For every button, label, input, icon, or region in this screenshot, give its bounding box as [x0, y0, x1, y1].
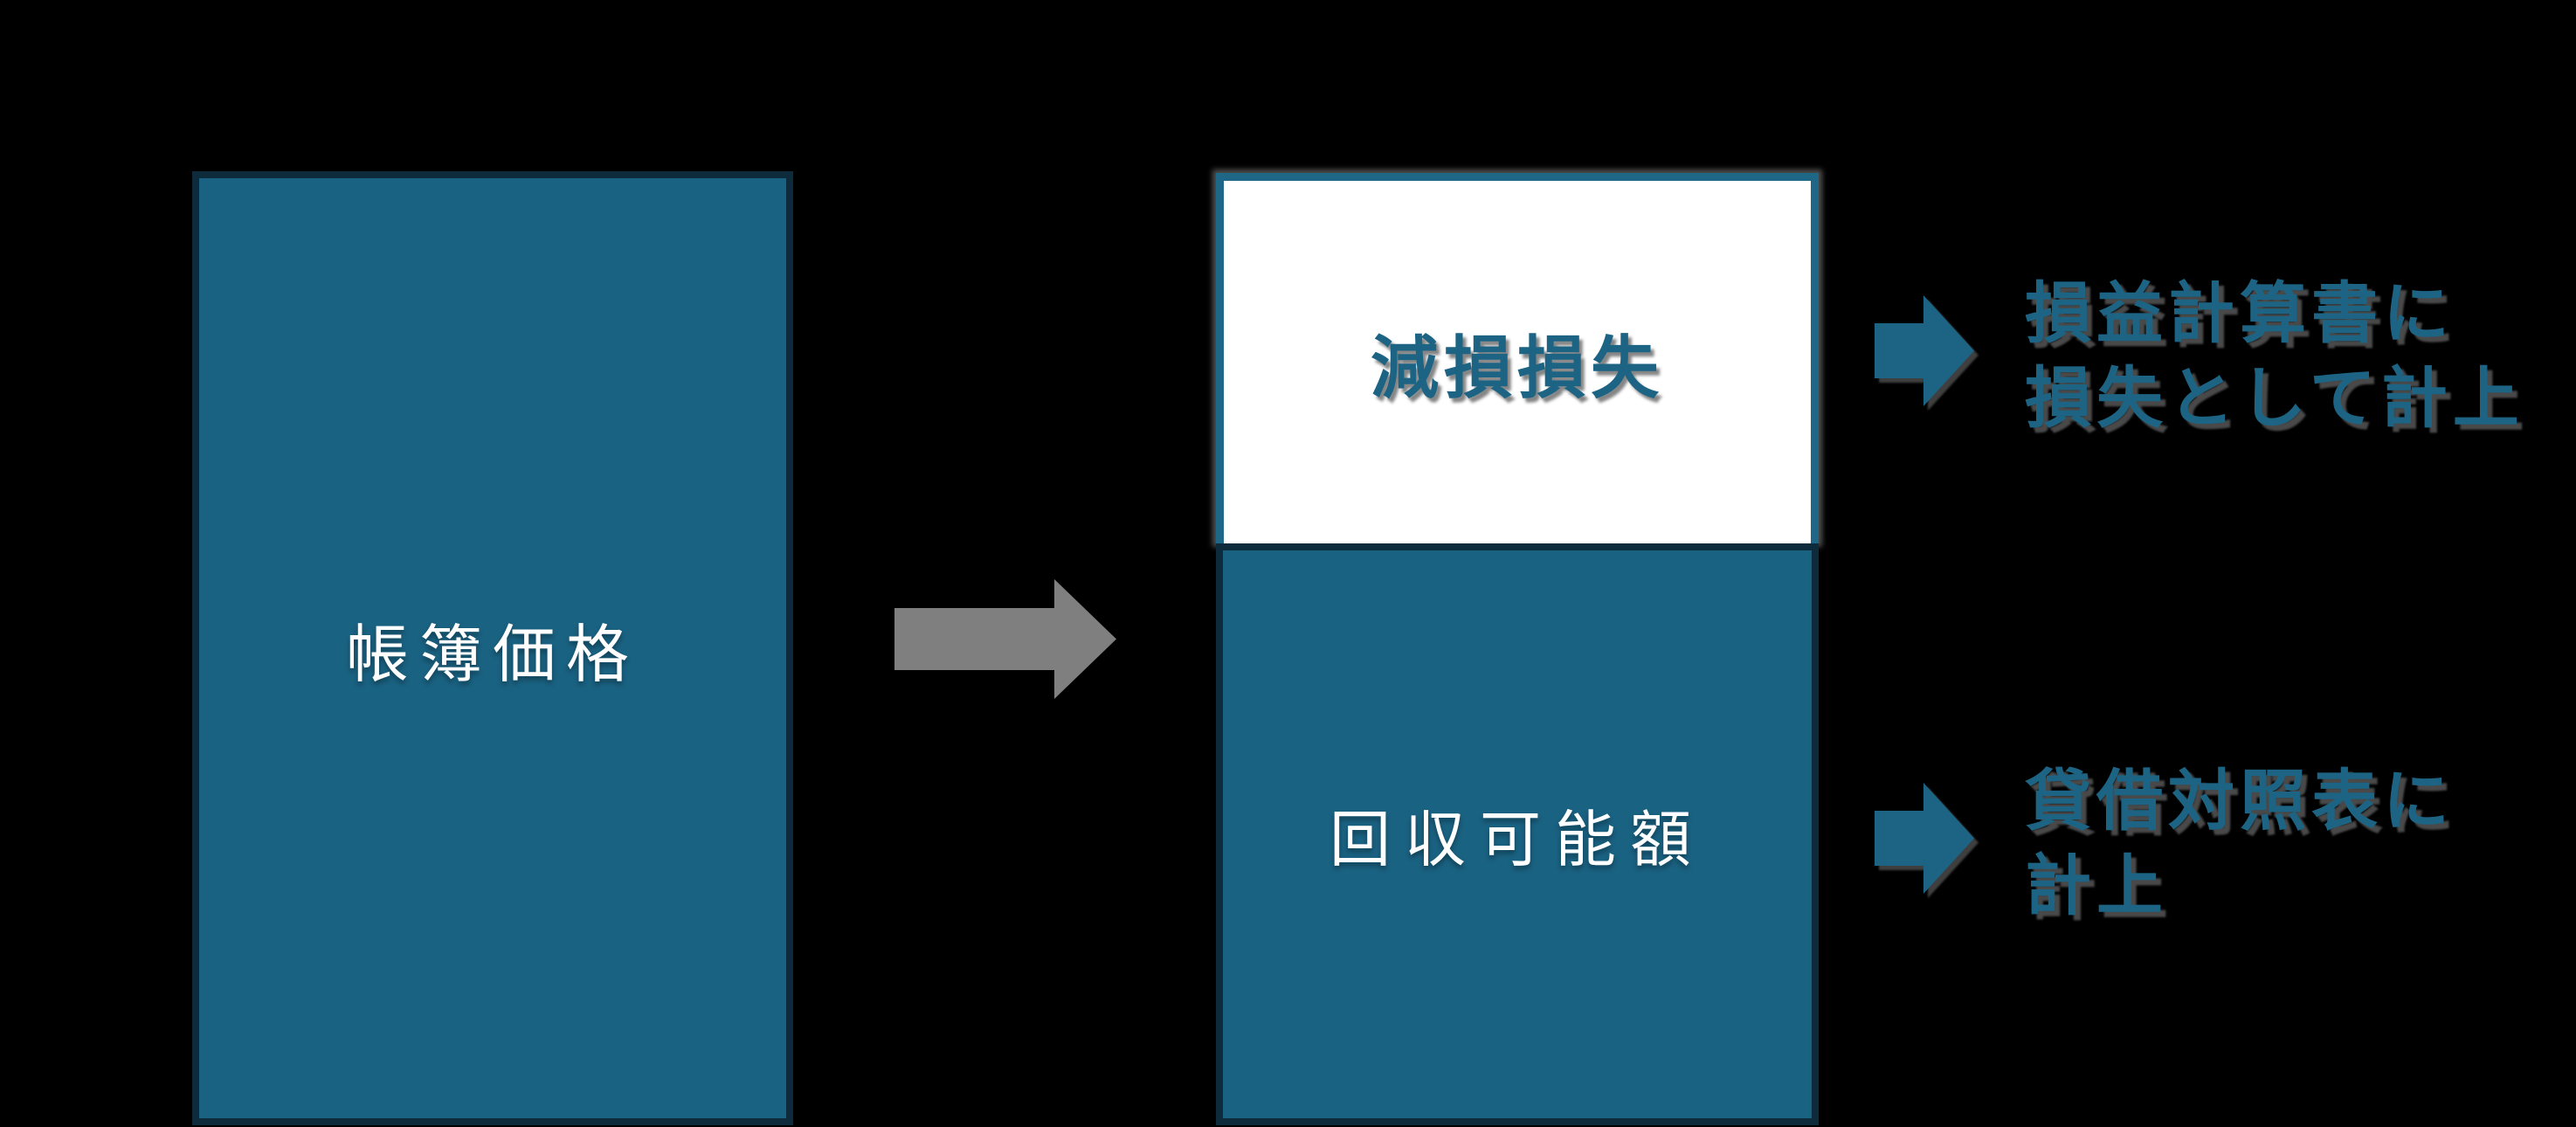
balance-sheet-arrow-icon — [1875, 783, 1974, 894]
income-statement-annotation-line2: 損失として計上 — [2025, 359, 2524, 437]
flow-right-arrow-icon — [894, 579, 1116, 699]
impairment-loss-box: 減損損失 — [1216, 173, 1819, 543]
income-statement-arrow-shape — [1875, 295, 1974, 406]
recoverable-amount-label: 回収可能額 — [1329, 803, 1705, 875]
balance-sheet-arrow-shape — [1875, 783, 1974, 894]
book-value-label: 帳簿価格 — [345, 617, 639, 691]
income-statement-annotation-line1: 損益計算書に — [2025, 274, 2455, 352]
impairment-loss-label: 減損損失 — [1370, 328, 1664, 408]
income-statement-annotation: 損益計算書に 損失として計上 — [2025, 271, 2524, 440]
balance-sheet-annotation-line2: 計上 — [2025, 847, 2168, 924]
recoverable-amount-box: 回収可能額 — [1216, 543, 1819, 1125]
income-statement-arrow-icon — [1875, 295, 1974, 406]
flow-right-arrow-shape — [894, 579, 1116, 699]
book-value-box: 帳簿価格 — [192, 171, 793, 1125]
balance-sheet-annotation-line1: 貸借対照表に — [2025, 762, 2455, 840]
balance-sheet-annotation: 貸借対照表に 計上 — [2025, 758, 2455, 928]
